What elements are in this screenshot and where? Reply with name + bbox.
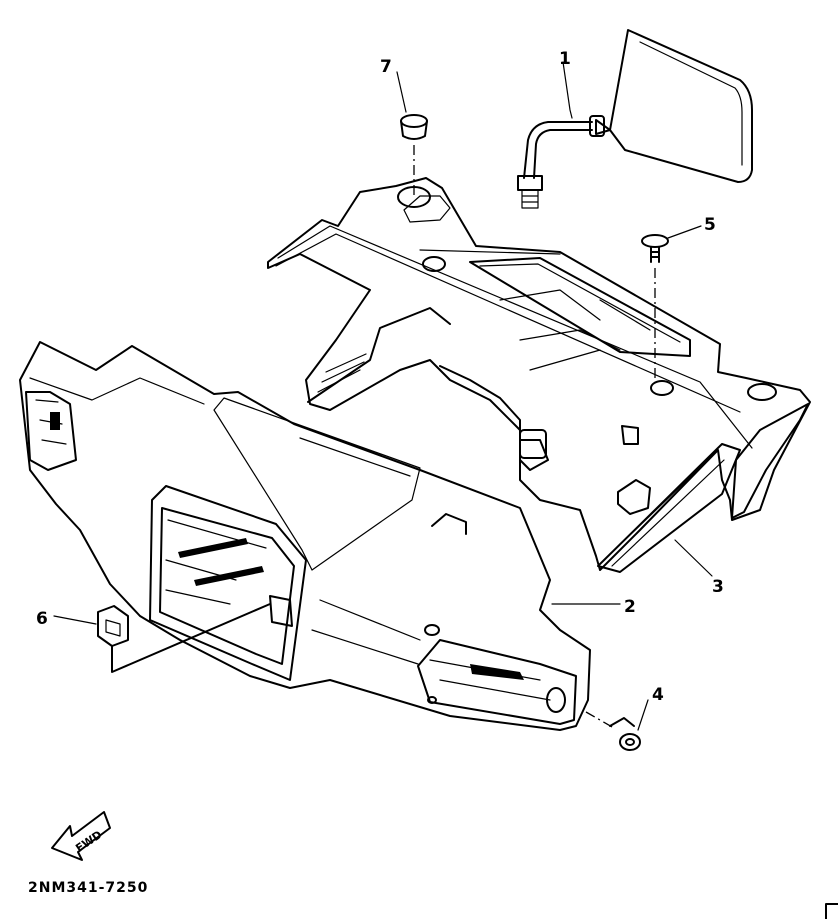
clip-nut-part [97, 603, 271, 673]
screw-part [641, 234, 669, 378]
leader-lines [53, 61, 713, 731]
lower-cover-part [267, 177, 811, 573]
callout-4: 4 [652, 685, 664, 705]
upper-cover-part [19, 341, 591, 731]
callout-7: 7 [380, 57, 392, 77]
corner-mark [825, 903, 838, 919]
callout-6: 6 [36, 609, 48, 629]
callout-2: 2 [624, 597, 636, 617]
fwd-arrow: FWD [51, 811, 111, 861]
bolt-part [585, 711, 641, 751]
callout-1: 1 [559, 49, 571, 69]
callout-3: 3 [712, 577, 724, 597]
drawing-code: 2NM341-7250 [28, 880, 148, 896]
mirror-part [517, 29, 753, 209]
callout-labels: 1 2 3 4 5 6 7 [36, 49, 724, 705]
callout-5: 5 [704, 215, 716, 235]
